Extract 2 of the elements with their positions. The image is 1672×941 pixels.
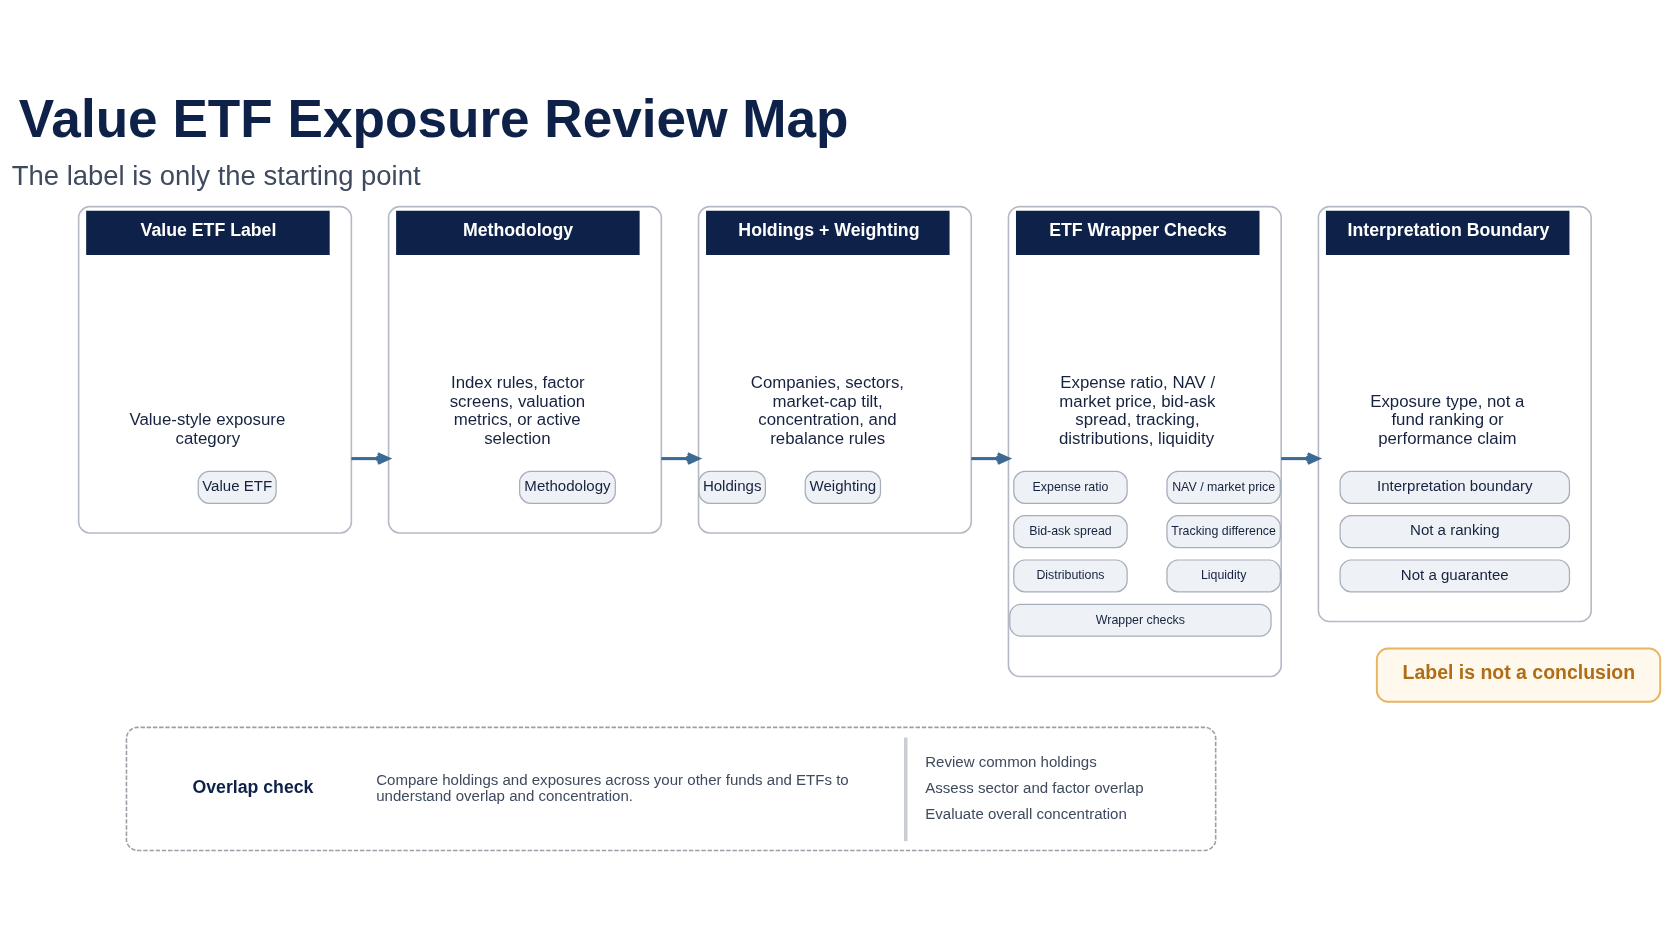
label: The label is only the starting point [11,159,421,191]
diagram-title: Value ETF Exposure Review Map [18,88,849,148]
